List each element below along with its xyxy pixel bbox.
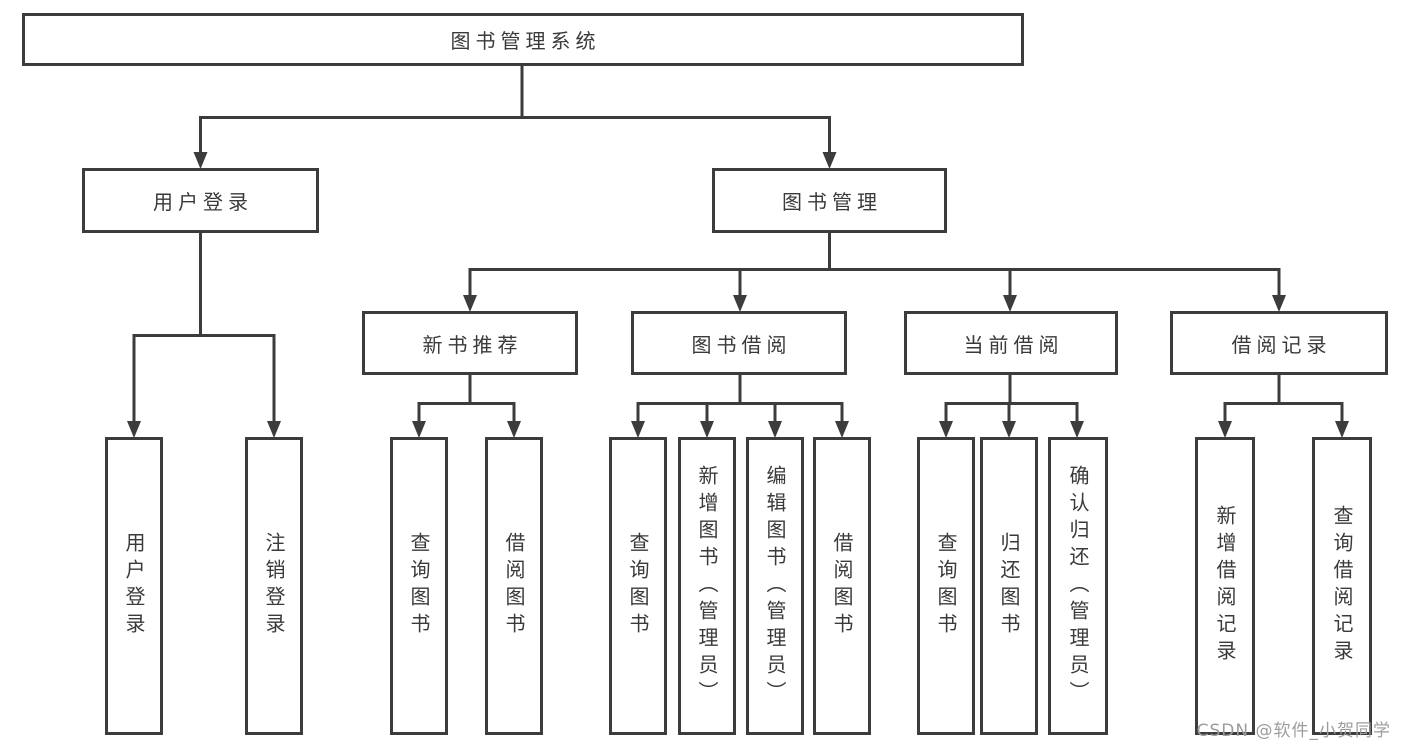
- leaf-label: 新增图书（管理员）: [695, 464, 719, 708]
- arrowhead-icon: [507, 421, 521, 438]
- connector-borrowrecords-to-leaves: [1223, 375, 1344, 425]
- node-leaf-edit-book-admin: 编辑图书（管理员）: [746, 437, 804, 735]
- node-current-borrowing: 当前借阅: [904, 311, 1118, 375]
- node-leaf-user-login: 用户登录: [105, 437, 163, 735]
- connector-root-to-level2: [199, 64, 831, 156]
- leaf-label: 查询图书: [626, 532, 650, 640]
- node-leaf-logout: 注销登录: [245, 437, 303, 735]
- connector-bookmgmt-to-level3: [468, 233, 1281, 299]
- leaf-label: 查询图书: [407, 532, 431, 640]
- leaf-label: 注销登录: [262, 532, 286, 640]
- arrowhead-icon: [631, 421, 645, 438]
- watermark: CSDN @软件_小贺同学: [1196, 721, 1391, 741]
- leaf-label: 借阅图书: [502, 532, 526, 640]
- arrowhead-icon: [1335, 421, 1349, 438]
- arrowhead-icon: [127, 421, 141, 438]
- arrowhead-icon: [267, 421, 281, 438]
- leaf-label: 归还图书: [997, 532, 1021, 640]
- arrowhead-icon: [412, 421, 426, 438]
- connector-userlogin-to-leaves: [132, 233, 276, 425]
- node-leaf-return-book: 归还图书: [980, 437, 1038, 735]
- leaf-label: 查询图书: [934, 532, 958, 640]
- arrowhead-icon: [700, 421, 714, 438]
- node-leaf-add-borrow-record: 新增借阅记录: [1195, 437, 1255, 735]
- node-library-management-system: 图书管理系统: [22, 13, 1024, 66]
- leaf-label: 新增借阅记录: [1213, 505, 1237, 667]
- node-leaf-query-books: 查询图书: [917, 437, 975, 735]
- arrowhead-icon: [1272, 295, 1286, 312]
- node-book-management: 图书管理: [712, 168, 947, 233]
- arrowhead-icon: [768, 421, 782, 438]
- arrowhead-icon: [1070, 421, 1084, 438]
- leaf-label: 确认归还（管理员）: [1066, 464, 1090, 708]
- arrowhead-icon: [822, 152, 837, 169]
- leaf-label: 用户登录: [122, 532, 146, 640]
- arrowhead-icon: [835, 421, 849, 438]
- leaf-label: 借阅图书: [830, 532, 854, 640]
- node-leaf-query-borrow-record: 查询借阅记录: [1312, 437, 1372, 735]
- node-leaf-query-books: 查询图书: [609, 437, 667, 735]
- arrowhead-icon: [733, 295, 747, 312]
- leaf-label: 编辑图书（管理员）: [763, 464, 787, 708]
- arrowhead-icon: [939, 421, 953, 438]
- node-book-borrowing: 图书借阅: [631, 311, 847, 375]
- connector-currentborrow-to-leaves: [944, 375, 1079, 425]
- node-leaf-borrow-books: 借阅图书: [813, 437, 871, 735]
- node-new-book-recommendation: 新书推荐: [362, 311, 578, 375]
- arrowhead-icon: [1002, 421, 1016, 438]
- node-leaf-borrow-books: 借阅图书: [485, 437, 543, 735]
- arrowhead-icon: [1003, 295, 1017, 312]
- arrowhead-icon: [1218, 421, 1232, 438]
- arrowhead-icon: [463, 295, 477, 312]
- node-borrowing-records: 借阅记录: [1170, 311, 1388, 375]
- arrowhead-icon: [193, 152, 208, 169]
- node-user-login: 用户登录: [82, 168, 319, 233]
- node-leaf-confirm-return-admin: 确认归还（管理员）: [1048, 437, 1108, 735]
- node-leaf-query-books: 查询图书: [390, 437, 448, 735]
- leaf-label: 查询借阅记录: [1330, 505, 1354, 667]
- connector-bookborrow-to-leaves: [636, 375, 844, 425]
- connector-newbook-to-leaves: [417, 375, 516, 425]
- node-leaf-add-book-admin: 新增图书（管理员）: [678, 437, 736, 735]
